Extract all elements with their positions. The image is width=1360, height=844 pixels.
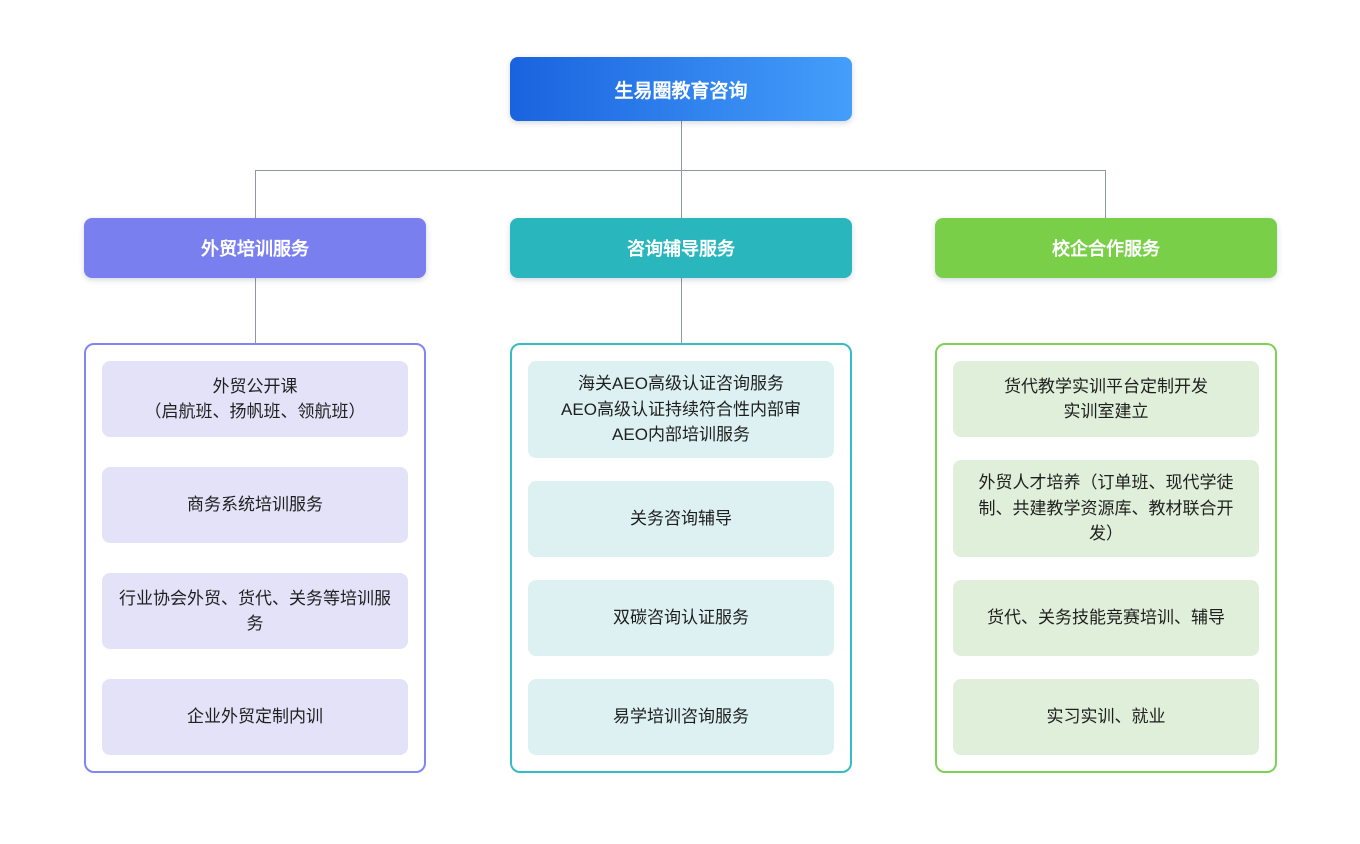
service-item: 易学培训咨询服务 bbox=[528, 678, 834, 755]
connector-root-stem bbox=[681, 121, 682, 170]
connector-drop-left bbox=[255, 170, 256, 218]
service-item: 货代、关务技能竞赛培训、辅导 bbox=[953, 579, 1259, 656]
branch-header-foreign-trade-training: 外贸培训服务 bbox=[84, 218, 426, 278]
connector-stem-consulting-coaching bbox=[681, 278, 682, 343]
connector-drop-right bbox=[1105, 170, 1106, 218]
branch-header-consulting-coaching: 咨询辅导服务 bbox=[510, 218, 852, 278]
connector-drop-middle bbox=[681, 170, 682, 218]
branch-container-foreign-trade-training: 外贸公开课 （启航班、扬帆班、领航班） 商务系统培训服务 行业协会外贸、货代、关… bbox=[84, 343, 426, 773]
root-node: 生易圈教育咨询 bbox=[510, 57, 852, 121]
service-item: 双碳咨询认证服务 bbox=[528, 579, 834, 656]
branch-container-consulting-coaching: 海关AEO高级认证咨询服务 AEO高级认证持续符合性内部审 AEO内部培训服务 … bbox=[510, 343, 852, 773]
branch-header-school-enterprise-cooperation: 校企合作服务 bbox=[935, 218, 1277, 278]
service-item: 企业外贸定制内训 bbox=[102, 679, 408, 755]
branch-container-school-enterprise-cooperation: 货代教学实训平台定制开发 实训室建立 外贸人才培养（订单班、现代学徒制、共建教学… bbox=[935, 343, 1277, 773]
connector-horizontal bbox=[255, 170, 1106, 171]
service-item: 货代教学实训平台定制开发 实训室建立 bbox=[953, 361, 1259, 437]
service-item: 外贸公开课 （启航班、扬帆班、领航班） bbox=[102, 361, 408, 437]
connector-stem-foreign-trade-training bbox=[255, 278, 256, 343]
service-item: 关务咨询辅导 bbox=[528, 480, 834, 557]
service-item: 商务系统培训服务 bbox=[102, 467, 408, 543]
service-item: 海关AEO高级认证咨询服务 AEO高级认证持续符合性内部审 AEO内部培训服务 bbox=[528, 361, 834, 458]
service-item: 外贸人才培养（订单班、现代学徒制、共建教学资源库、教材联合开发） bbox=[953, 460, 1259, 557]
service-item: 实习实训、就业 bbox=[953, 678, 1259, 755]
service-item: 行业协会外贸、货代、关务等培训服务 bbox=[102, 573, 408, 649]
